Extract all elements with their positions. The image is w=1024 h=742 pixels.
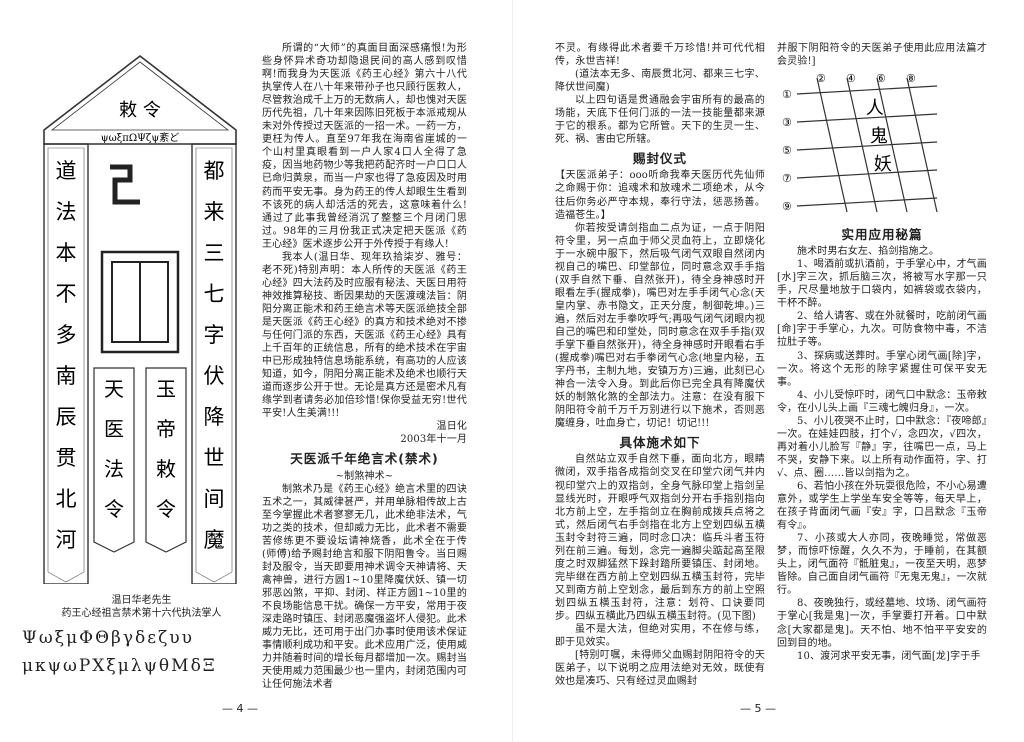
section-title-jueyan: 天医派千年绝言术(禁术) bbox=[290, 451, 439, 467]
paragraph: 我本人(温日华、现年玖拾柒岁、雅号：老不死)特别声明：本人所传的天医派《药王心经… bbox=[262, 251, 467, 420]
figure-number: ⑥ bbox=[876, 72, 886, 85]
paragraph: 所谓的“大师”的真面目面深感痛恨!为形些身怀异术奇功却隐退民间的高人感到叹惜啊!… bbox=[262, 43, 467, 250]
section-title-method: 具体施术如下 bbox=[619, 435, 701, 451]
talisman-char: 间 bbox=[204, 487, 225, 511]
column-1: 所谓的“大师”的真面目面深感痛恨!为形些身怀异术奇功却隐退民间的高人感到叹惜啊!… bbox=[262, 42, 467, 691]
paragraph: 5、小儿夜哭不止时，口中默念：『夜啼郎』一次。在娃娃四肢，打个√，念四次，√四次… bbox=[777, 415, 987, 479]
paragraph: 虽不是大法，但绝对实用，不在修与练，即于见效实。 bbox=[555, 624, 765, 649]
col1-paragraphs: 所谓的“大师”的真面目面深感痛恨!为形些身怀异术奇功却隐退民间的高人感到叹惜啊!… bbox=[262, 42, 467, 420]
talisman-char: 不 bbox=[56, 282, 77, 306]
figure-number: ⑤ bbox=[782, 144, 792, 157]
column-2: 不灵。有缘得此术者要千万珍惜!并可代代相传，永世吉祥!(道法本无多、南辰贯北河、… bbox=[555, 42, 765, 688]
paragraph: 1、喝酒前或扒酒前，于手掌心中，才气画[水]字三次，抓后脑三次，将被写水字那一只… bbox=[777, 259, 987, 310]
page-number-left: — 4 — bbox=[222, 702, 258, 715]
talisman-char: 世 bbox=[204, 446, 225, 470]
paragraph: 10、渡河求平安无事，闭气面[龙]字于手 bbox=[797, 650, 981, 662]
talisman-char: 令 bbox=[104, 497, 124, 521]
talisman-char: 贯 bbox=[56, 446, 77, 470]
talisman-char: 三 bbox=[204, 241, 225, 265]
talisman-char: 伏 bbox=[204, 364, 225, 388]
swastika-symbol bbox=[110, 164, 140, 205]
talisman-char: 降 bbox=[204, 405, 225, 429]
paragraph: (道法本无多、南辰贯北河、都来三七字、降伏世间魔) bbox=[555, 69, 765, 94]
paragraph: 并服下阴阳符令的天医弟子使用此应用法篇才会灵验!] bbox=[777, 43, 987, 68]
talisman-symbol-row: ψωξπΩΨζψ紊ど bbox=[101, 131, 179, 144]
greek-line-1: ΨωξμΦΘβγδεζυυ bbox=[22, 628, 194, 648]
talisman-char: 玉 bbox=[156, 377, 176, 401]
talisman-char: 本 bbox=[56, 241, 77, 265]
talisman-char: 敕 bbox=[156, 457, 176, 481]
paragraph: 【天医派弟子：ooo听命我奉天医历代先仙师之命赐于你：追魂术和放魂术二项绝术，从… bbox=[555, 170, 765, 221]
col3-paragraphs: 并服下阴阳符令的天医弟子使用此应用法篇才会灵验!] bbox=[777, 42, 987, 68]
talisman-char: 多 bbox=[56, 323, 77, 347]
talisman-char: 天 bbox=[104, 377, 124, 401]
talisman-top-text: 敕 令 bbox=[119, 100, 161, 121]
talisman-inner-right: 玉帝敕令 bbox=[156, 377, 176, 521]
paragraph: 3、探病或送葬时。手掌心闭气画[除]字，一次。将这个无形的除字紧握住可保平安无事… bbox=[777, 350, 987, 388]
figure-glyph: 妖 bbox=[874, 154, 892, 175]
greek-line-2: μκψωΡΧξμλψθΜδΞ bbox=[22, 656, 217, 676]
page-number-right: — 5 — bbox=[740, 702, 776, 715]
talisman-char: 令 bbox=[156, 497, 176, 521]
paragraph: 施术时男右女左、掐剑指施之。 bbox=[797, 246, 940, 258]
figure-glyph: 人 bbox=[866, 98, 884, 119]
talisman-char: 字 bbox=[204, 323, 225, 347]
paragraph: 4、小儿受惊吓时，闭气口中默念：玉帝敕令，在小儿头上画『三魂七魄归身』，一次。 bbox=[777, 389, 987, 414]
section-title-app: 实用应用秘篇 bbox=[841, 227, 923, 243]
section-subtitle: ~制煞神术~ bbox=[335, 470, 394, 482]
signature-name: 温日化 bbox=[436, 421, 467, 433]
col1-section-paragraphs: 制煞术乃是《药王心经》绝言术里的四诀五术之一，其威律甚严，并用单脉相传故上古至今… bbox=[262, 483, 467, 692]
talisman-char: 都 bbox=[204, 159, 225, 183]
talisman-char: 医 bbox=[104, 417, 124, 441]
talisman-char: 法 bbox=[56, 200, 77, 224]
figure-number: ⑨ bbox=[782, 200, 792, 213]
paragraph: 6、若怕小孩在外玩耍很危险，不小心易遭意外，或学生上学坐车安全等等，每天早上，在… bbox=[777, 480, 987, 532]
paragraph: 8、夜晚独行，或经墓地、坟场、闭气画符于掌心[我是鬼]一次，手掌要打开着。口中默… bbox=[777, 598, 987, 649]
figure-number: ⑦ bbox=[782, 172, 792, 185]
paragraph: 2、给人请客、或在外就餐时，吃前闭气画[命]字于手掌心，九次。可防食物中毒，不洁… bbox=[777, 311, 987, 349]
figure-number: ③ bbox=[782, 116, 792, 129]
method-paragraphs: 自然站立双手自然下垂，面向北方，眼睛微闭，双手指各成指剑交叉在印堂穴闭气并内视印… bbox=[555, 453, 765, 688]
app-paragraphs: 施术时男右女左、掐剑指施之。1、喝酒前或扒酒前，于手掌心中，才气画[水]字三次，… bbox=[777, 245, 987, 663]
seal-grid-figure: ② ④ ⑥ ⑧ ① ③ ⑤ ⑦ ⑨ 人鬼妖 bbox=[782, 72, 938, 213]
ritual-paragraphs: 【天医派弟子：ooo听命我奉天医历代先仙师之命赐于你：追魂术和放魂术二项绝术，从… bbox=[555, 169, 765, 430]
paragraph: 以上四句语是贯通融会宇宙所有的最高的场能，天底下任何门派的一法一技能量都来源于它… bbox=[555, 95, 765, 146]
talisman-char: 七 bbox=[204, 282, 225, 306]
paragraph: 不灵。有缘得此术者要千万珍惜!并可代代相传，永世吉祥! bbox=[555, 43, 765, 68]
paragraph: 自然站立双手自然下垂，面向北方，眼睛微闭，双手指各成指剑交叉在印堂穴闭气并内视印… bbox=[555, 454, 765, 622]
paragraph: [特别叮嘱，未得师父血赐封阴阳符令的天医弟子，以下说明之应用法绝对无效，既使有效… bbox=[555, 650, 765, 688]
caption-line2: 药王心经祖言禁术第十六代执法掌人 bbox=[61, 608, 222, 619]
paragraph: 你若按受请剑指血二点为证，一点于阴阳符令里，另一点血于师父灵血符上，立即烧化于一… bbox=[555, 222, 765, 430]
col2-paragraphs: 不灵。有缘得此术者要千万珍惜!并可代代相传，永世吉祥!(道法本无多、南辰贯北河、… bbox=[555, 42, 765, 146]
caption-line1: 温日华老先生 bbox=[111, 595, 172, 606]
figure-glyph: 鬼 bbox=[870, 126, 888, 147]
signature-date: 2003年十一月 bbox=[400, 434, 467, 446]
figure-number: ② bbox=[816, 72, 826, 85]
column-3: 并服下阴阳符令的天医弟子使用此应用法篇才会灵验!] ② ④ ⑥ ⑧ ① ③ ⑤ ⑦ ⑨ 人鬼妖… bbox=[777, 42, 987, 663]
talisman-char: 辰 bbox=[56, 405, 77, 429]
paragraph: 制煞术乃是《药王心经》绝言术里的四诀五术之一，其威律甚严，并用单脉相传故上古至今… bbox=[262, 483, 467, 691]
section-title-ritual: 赐封仪式 bbox=[632, 151, 687, 167]
paragraph: 7、小孩或大人亦同，夜晚睡觉，常做恶梦，而惊吓惊醒，久久不为，于睡前，在其额头上… bbox=[777, 533, 987, 597]
talisman-char: 南 bbox=[56, 364, 77, 388]
talisman-char: 法 bbox=[104, 457, 124, 481]
talisman-char: 道 bbox=[56, 159, 77, 183]
figure-number: ① bbox=[782, 88, 792, 101]
talisman-char: 来 bbox=[204, 200, 225, 224]
page-divider bbox=[512, 0, 513, 742]
talisman-char: 魔 bbox=[204, 528, 225, 552]
talisman-char: 帝 bbox=[156, 417, 176, 441]
figure-number: ④ bbox=[846, 72, 856, 85]
talisman-char: 河 bbox=[56, 528, 77, 552]
figure-number: ⑧ bbox=[906, 72, 916, 85]
talisman-char: 北 bbox=[56, 487, 77, 511]
